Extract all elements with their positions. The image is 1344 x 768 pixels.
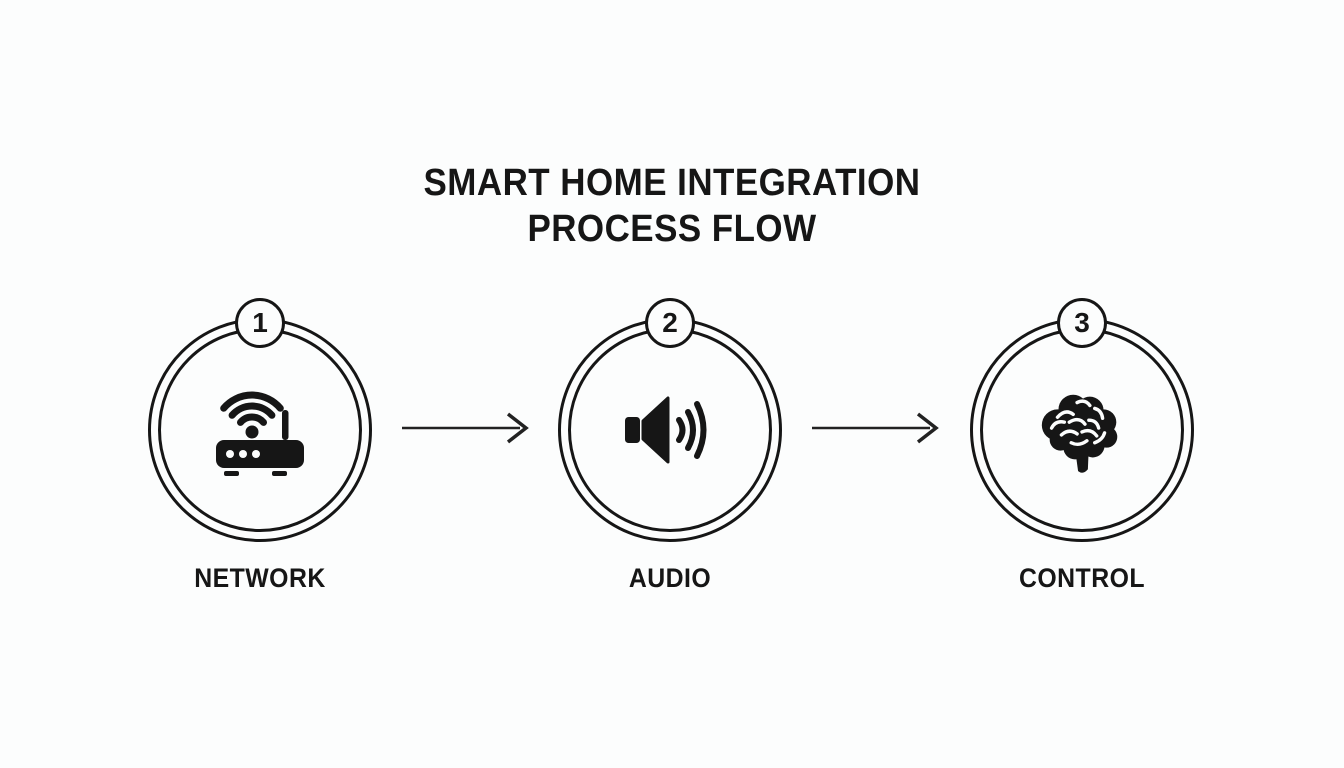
step-number-badge: 1	[235, 298, 285, 348]
step-circle	[558, 318, 782, 542]
step-node-control: 3	[970, 298, 1194, 608]
step-number: 3	[1074, 307, 1090, 338]
step-label: NETWORK	[194, 563, 326, 593]
step-number: 1	[252, 307, 268, 338]
step-circle-inner-ring	[158, 328, 362, 532]
brain-icon	[1041, 394, 1118, 473]
arrow-right-icon	[402, 412, 529, 444]
speaker-sound-waves-icon	[625, 396, 707, 464]
step-circle	[148, 318, 372, 542]
step-number: 2	[662, 307, 678, 338]
page-title: SMART HOME INTEGRATION PROCESS FLOW	[54, 160, 1290, 252]
page-title-line1: SMART HOME INTEGRATION	[423, 162, 921, 204]
step-node-network: 1	[148, 298, 372, 608]
arrow-right-icon	[812, 412, 939, 444]
page-title-line2: PROCESS FLOW	[527, 208, 817, 250]
step-label: CONTROL	[1018, 563, 1146, 593]
step-circle	[970, 318, 1194, 542]
step-node-audio: 2 AUDIO	[558, 298, 782, 608]
step-number-badge: 2	[645, 298, 695, 348]
step-number-badge: 3	[1057, 298, 1107, 348]
step-label: AUDIO	[628, 563, 712, 593]
wifi-router-icon	[216, 391, 304, 476]
step-circle-inner-ring	[568, 328, 772, 532]
step-circle-inner-ring	[980, 328, 1184, 532]
